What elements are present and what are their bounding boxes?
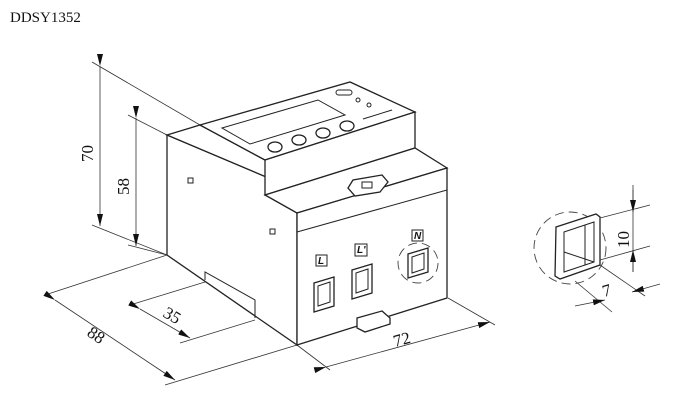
button-1: [267, 141, 283, 153]
dim-58: 58: [114, 178, 133, 195]
extension-lines: [44, 61, 496, 386]
dim-7: 7: [600, 280, 614, 301]
dim-88: 88: [84, 323, 109, 348]
model-title: DDSY1352: [10, 10, 81, 26]
terminal-L: L: [313, 254, 335, 313]
svg-text:N: N: [414, 231, 422, 242]
terminal-detail: [533, 185, 661, 313]
front-buttons: [267, 120, 355, 153]
terminal-N: N: [397, 229, 439, 284]
dimension-lines: [43, 54, 491, 381]
terminal-L-prime: L': [351, 243, 373, 300]
top-clip: [347, 174, 389, 197]
svg-text:L': L': [357, 245, 366, 256]
dim-70: 70: [78, 145, 97, 162]
dim-72: 72: [391, 328, 412, 351]
meter-body: [165, 81, 449, 347]
button-3: [315, 127, 331, 139]
dim-10: 10: [614, 231, 633, 248]
svg-text:L: L: [318, 256, 324, 267]
dim-35: 35: [160, 303, 184, 328]
button-4: [339, 120, 355, 132]
bottom-clip: [356, 310, 391, 333]
button-2: [291, 134, 307, 146]
